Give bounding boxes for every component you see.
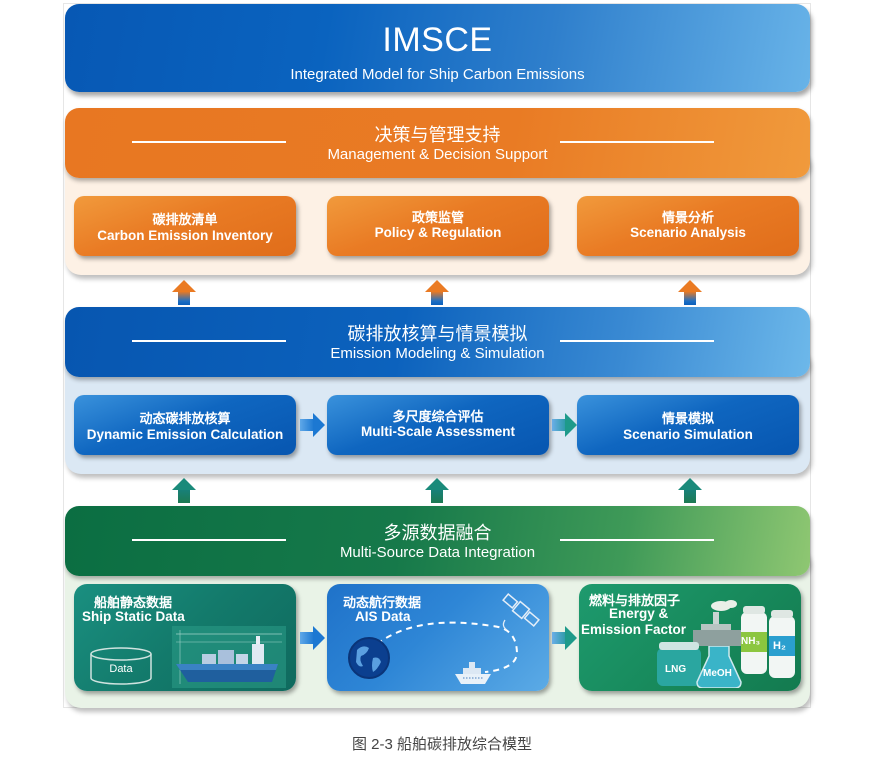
layer-title-en: Emission Modeling & Simulation [330,345,545,362]
card-ship-static-data: 船舶静态数据 Ship Static Data Data [74,584,296,691]
box-label-zh: 多尺度综合评估 [392,409,484,424]
up-arrow-icon [172,280,196,306]
modeling-layer-header: 碳排放核算与情景模拟 Emission Modeling & Simulatio… [65,307,810,377]
card-label-zh: 动态航行数据 [343,595,422,610]
layer-title-en: Management & Decision Support [327,146,548,163]
card-label-zh: 船舶静态数据 [94,595,173,610]
box-policy-regulation: 政策监管 Policy & Regulation [327,196,549,256]
figure-caption: 图 2-3 船舶碳排放综合模型 [351,736,533,753]
up-arrow-icon [425,478,449,504]
globe-icon [348,637,390,679]
management-layer-header: 决策与管理支持 Management & Decision Support [65,108,810,178]
card-label-zh: 燃料与排放因子 [589,593,681,608]
box-label-en: Scenario Analysis [630,225,746,240]
box-scenario-analysis: 情景分析 Scenario Analysis [577,196,799,256]
database-label: Data [109,663,133,675]
box-label-en: Multi-Scale Assessment [360,424,516,439]
header-rule-right [560,141,714,143]
header-rule-left [132,141,286,143]
title-banner: IMSCE Integrated Model for Ship Carbon E… [65,4,810,92]
card-energy-emission-factor: 燃料与排放因子 Energy & Emission Factor NH₃ H₂ … [579,584,801,691]
fuel-label-h2: H₂ [773,640,786,652]
header-rule-right [560,340,714,342]
box-carbon-emission-inventory: 碳排放清单 Carbon Emission Inventory [74,196,296,256]
box-label-en: Policy & Regulation [374,225,502,240]
box-dynamic-emission-calculation: 动态碳排放核算 Dynamic Emission Calculation [74,395,296,455]
box-label-en: Dynamic Emission Calculation [86,427,284,442]
layer-title-zh: 碳排放核算与情景模拟 [347,324,528,344]
header-rule-right [560,539,714,541]
lng-jar-icon [657,642,701,686]
fuel-label-nh3: NH₃ [741,636,761,647]
box-scenario-simulation: 情景模拟 Scenario Simulation [577,395,799,455]
up-arrow-icon [678,478,702,504]
card-ais-data: 动态航行数据 AIS Data [327,584,549,691]
right-arrow-icon [300,413,326,437]
modeling-layer: 碳排放核算与情景模拟 Emission Modeling & Simulatio… [65,307,810,474]
layer-title-en: Multi-Source Data Integration [339,544,536,561]
up-arrow-icon [425,280,449,306]
ship-icon [455,662,491,684]
box-label-en: Scenario Simulation [623,427,753,442]
right-arrow-icon [552,413,578,437]
management-layer: 决策与管理支持 Management & Decision Support 碳排… [65,108,810,275]
data-layer-header: 多源数据融合 Multi-Source Data Integration [65,506,810,576]
h2-bottle-icon [769,610,795,678]
fuel-label-lng: LNG [665,664,687,675]
fuel-label-meoh: MeOH [703,668,732,679]
box-label-zh: 政策监管 [411,210,464,225]
box-label-en: Carbon Emission Inventory [97,228,273,243]
up-arrow-icon [172,478,196,504]
model-acronym: IMSCE [382,21,493,59]
factory-icon [693,600,753,646]
right-arrow-icon [300,626,326,650]
header-rule-left [132,539,286,541]
box-multi-scale-assessment: 多尺度综合评估 Multi-Scale Assessment [327,395,549,455]
meoh-flask-icon [696,646,742,688]
cargo-ship-icon [172,626,286,688]
card-label-en-line1: Energy & [609,606,669,621]
right-arrow-icon [552,626,578,650]
database-icon [90,647,152,685]
header-rule-left [132,340,286,342]
model-full-name: Integrated Model for Ship Carbon Emissio… [290,66,585,83]
box-label-zh: 动态碳排放核算 [139,411,231,426]
nh3-bottle-icon [741,606,767,674]
layer-title-zh: 多源数据融合 [383,523,492,543]
data-integration-layer: 多源数据融合 Multi-Source Data Integration 船舶静… [65,506,810,708]
box-label-zh: 碳排放清单 [152,212,218,227]
card-label-en: AIS Data [355,609,411,624]
card-label-en-line2: Emission Factor [581,622,687,637]
layer-title-zh: 决策与管理支持 [374,125,501,145]
card-label-en: Ship Static Data [82,609,185,624]
satellite-icon [502,593,540,630]
box-label-zh: 情景模拟 [661,411,714,426]
up-arrow-icon [678,280,702,306]
box-label-zh: 情景分析 [661,210,714,225]
